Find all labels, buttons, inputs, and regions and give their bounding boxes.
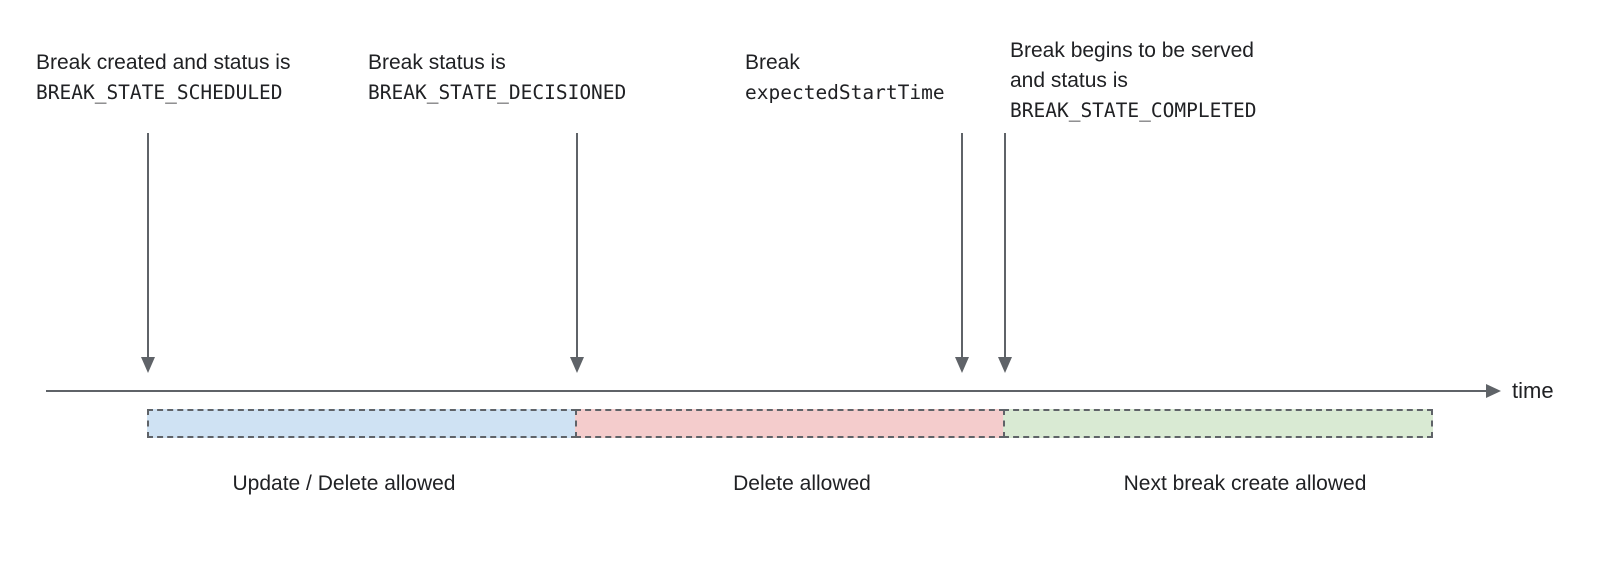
- annotation-text: Break status is: [368, 51, 506, 74]
- segment-label: Next break create allowed: [1123, 472, 1367, 495]
- annotation-text: Break begins to be served: [1010, 39, 1254, 62]
- annotation-text: and status is: [1010, 69, 1128, 92]
- annotation-text: Break: [745, 51, 800, 74]
- annotation-break-scheduled: Break created and status is BREAK_STATE_…: [36, 48, 290, 108]
- annotation-code: BREAK_STATE_DECISIONED: [368, 81, 627, 104]
- segment-update-delete-allowed: [147, 409, 577, 438]
- segment-delete-allowed: [575, 409, 1005, 438]
- segment-next-break-create-allowed: [1003, 409, 1433, 438]
- time-axis-label: time: [1512, 378, 1554, 403]
- segment-label: Delete allowed: [733, 472, 871, 495]
- annotation-break-completed: Break begins to be served and status is …: [1010, 36, 1257, 126]
- annotation-text: Break created and status is: [36, 51, 291, 74]
- down-arrow-icon: [955, 133, 969, 373]
- down-arrow-icon: [570, 133, 584, 373]
- time-axis-right-arrow-icon: [46, 384, 1501, 398]
- segment-label: Update / Delete allowed: [232, 472, 456, 495]
- annotation-code: BREAK_STATE_COMPLETED: [1010, 99, 1257, 122]
- annotation-code: BREAK_STATE_SCHEDULED: [36, 81, 283, 104]
- annotation-expected-start-time: Break expectedStartTime: [745, 48, 945, 108]
- down-arrow-icon: [998, 133, 1012, 373]
- annotation-code: expectedStartTime: [745, 81, 945, 104]
- down-arrow-icon: [141, 133, 155, 373]
- annotation-break-decisioned: Break status is BREAK_STATE_DECISIONED: [368, 48, 626, 108]
